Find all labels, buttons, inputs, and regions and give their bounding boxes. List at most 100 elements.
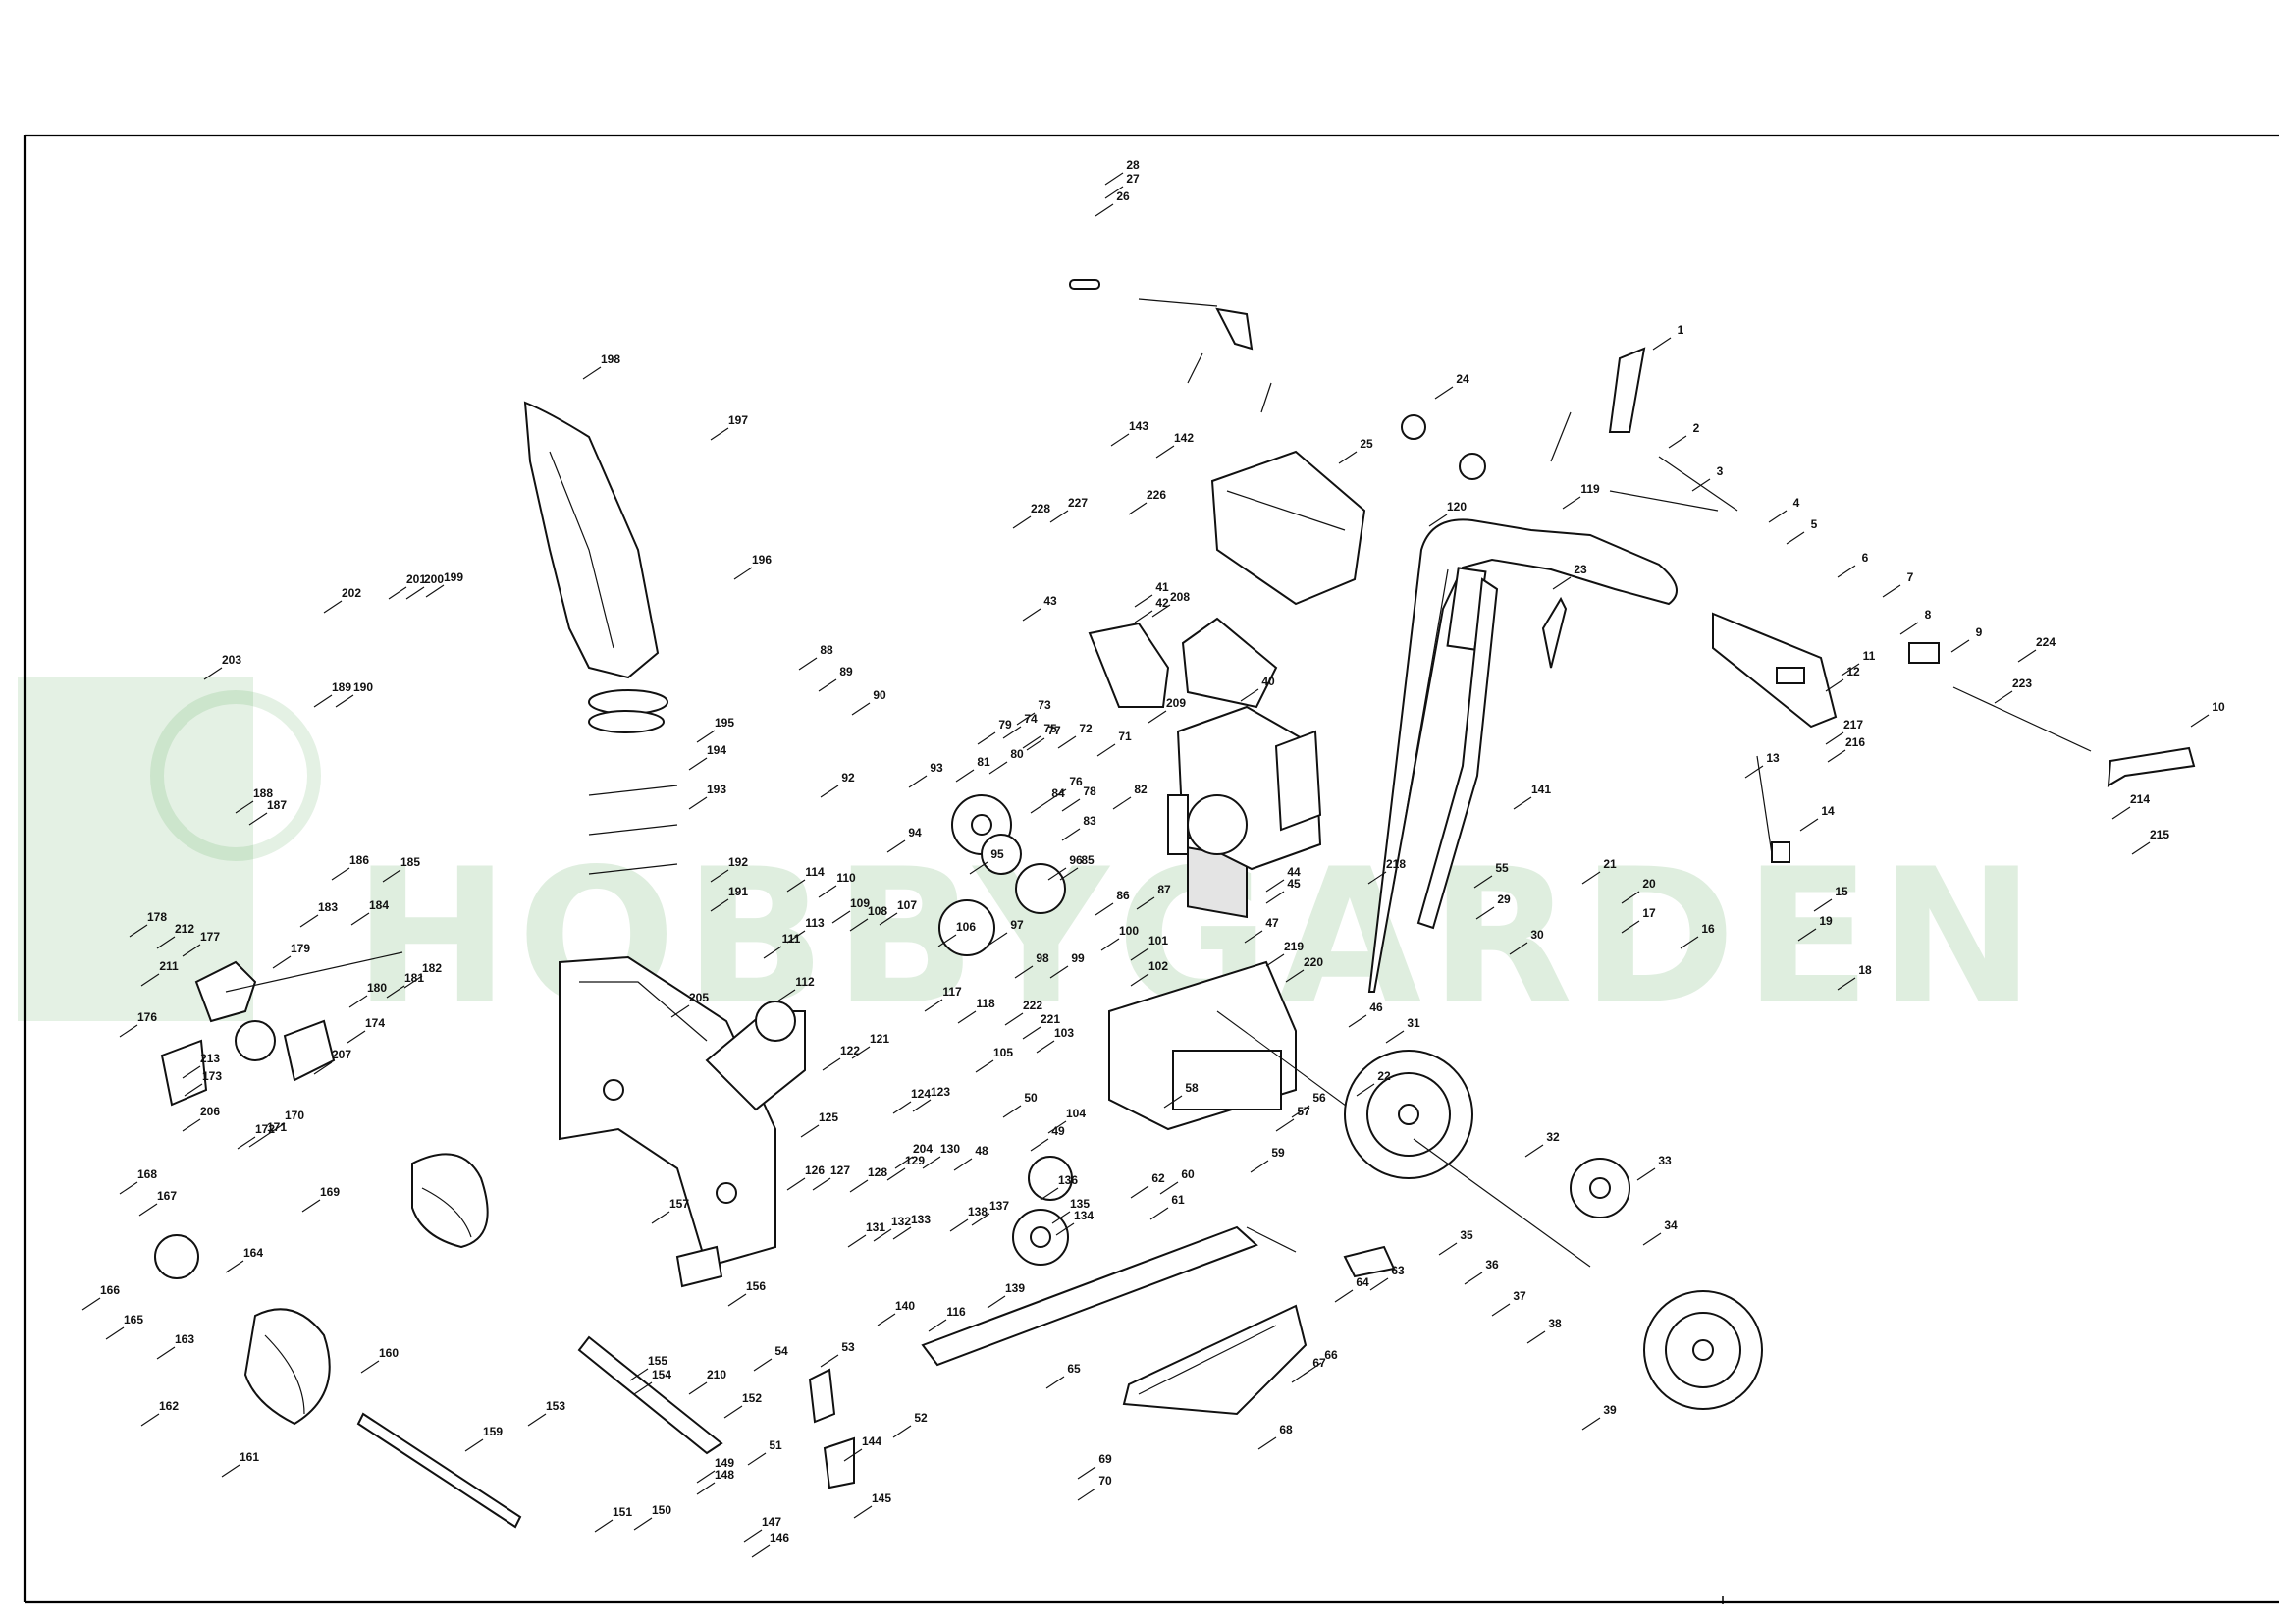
part-callout-60: 60 (1181, 1167, 1195, 1181)
part-callout-30: 30 (1530, 928, 1544, 942)
leader-line-216 (1827, 749, 1846, 763)
part-callout-126: 126 (805, 1164, 825, 1177)
leader-line-2 (1668, 435, 1687, 449)
leader-line-27 (1104, 186, 1124, 199)
part-callout-21: 21 (1603, 857, 1617, 871)
leader-line-89 (818, 678, 837, 692)
part-callout-46: 46 (1369, 1001, 1383, 1014)
control-rods (1069, 279, 1719, 512)
part-callout-54: 54 (774, 1344, 788, 1358)
leader-line-36 (1464, 1272, 1483, 1285)
leader-line-208 (1151, 604, 1171, 618)
leader-line-190 (335, 694, 354, 708)
part-callout-141: 141 (1531, 783, 1551, 796)
leader-line-192 (710, 869, 729, 883)
leader-line-51 (747, 1452, 767, 1466)
part-callout-145: 145 (872, 1491, 891, 1505)
leader-line-207 (313, 1061, 333, 1075)
leader-line-126 (786, 1177, 806, 1191)
leader-line-112 (776, 989, 796, 1002)
leader-line-156 (727, 1293, 747, 1307)
leader-line-35 (1438, 1242, 1458, 1256)
part-callout-105: 105 (993, 1046, 1013, 1059)
leader-line-20 (1621, 891, 1640, 904)
leader-line-22 (1356, 1083, 1375, 1097)
part-callout-73: 73 (1038, 698, 1051, 712)
leader-line-129 (886, 1167, 906, 1181)
leader-line-60 (1159, 1181, 1179, 1195)
part-callout-50: 50 (1024, 1091, 1038, 1105)
part-callout-178: 178 (147, 910, 167, 924)
leader-line-132 (873, 1228, 892, 1242)
leader-line-83 (1061, 828, 1081, 841)
leader-line-186 (331, 867, 350, 881)
leader-line-31 (1385, 1030, 1405, 1044)
leader-line-80 (988, 761, 1008, 775)
part-callout-74: 74 (1024, 712, 1038, 726)
part-callout-8: 8 (1925, 608, 1932, 622)
leader-line-44 (1265, 879, 1285, 893)
leader-line-151 (594, 1519, 614, 1533)
part-callout-10: 10 (2212, 700, 2225, 714)
part-callout-121: 121 (870, 1032, 889, 1046)
leader-line-223 (1994, 690, 2013, 704)
leader-line-118 (957, 1010, 977, 1024)
part-callout-57: 57 (1297, 1105, 1310, 1118)
leader-line-1 (1652, 337, 1672, 351)
leader-line-102 (1130, 973, 1149, 987)
part-callout-162: 162 (159, 1399, 179, 1413)
part-callout-159: 159 (483, 1425, 503, 1438)
leader-line-41 (1134, 594, 1153, 608)
leader-line-94 (886, 839, 906, 853)
leader-line-29 (1475, 906, 1495, 920)
leader-line-131 (847, 1234, 867, 1248)
leader-line-58 (1163, 1095, 1183, 1109)
leader-line-162 (140, 1413, 160, 1427)
part-callout-194: 194 (707, 743, 726, 757)
leader-line-181 (386, 985, 405, 999)
engine (1088, 450, 1366, 919)
part-callout-215: 215 (2150, 828, 2169, 841)
leader-line-86 (1095, 902, 1114, 916)
leader-line-16 (1680, 936, 1699, 949)
leader-line-142 (1155, 445, 1175, 459)
part-callout-67: 67 (1312, 1356, 1326, 1370)
leader-line-212 (156, 936, 176, 949)
part-callout-207: 207 (332, 1048, 351, 1061)
leader-line-140 (877, 1313, 896, 1326)
part-callout-14: 14 (1821, 804, 1835, 818)
leader-line-21 (1581, 871, 1601, 885)
part-callout-4: 4 (1793, 496, 1800, 510)
part-callout-200: 200 (424, 572, 444, 586)
part-callout-15: 15 (1835, 885, 1848, 898)
leader-line-228 (1012, 515, 1032, 529)
leader-line-56 (1291, 1105, 1310, 1118)
leader-line-193 (688, 796, 708, 810)
leader-line-15 (1813, 898, 1833, 912)
part-callout-71: 71 (1118, 730, 1132, 743)
leader-line-26 (1095, 203, 1114, 217)
part-callout-78: 78 (1083, 785, 1096, 798)
leader-line-197 (710, 427, 729, 441)
part-callout-13: 13 (1766, 751, 1780, 765)
part-callout-166: 166 (100, 1283, 120, 1297)
leader-line-92 (820, 785, 839, 798)
part-callout-104: 104 (1066, 1107, 1086, 1120)
leader-line-107 (879, 912, 898, 926)
leader-line-19 (1797, 928, 1817, 942)
part-callout-201: 201 (406, 572, 426, 586)
part-callout-147: 147 (762, 1515, 781, 1529)
leader-line-32 (1524, 1144, 1544, 1158)
leader-line-166 (81, 1297, 101, 1311)
leader-line-180 (348, 995, 368, 1008)
leader-line-172 (237, 1136, 256, 1150)
leader-line-99 (1049, 965, 1069, 979)
part-callout-139: 139 (1005, 1281, 1025, 1295)
leader-line-157 (651, 1211, 670, 1224)
leader-line-135 (1051, 1211, 1071, 1224)
part-callout-160: 160 (379, 1346, 399, 1360)
leader-line-113 (786, 930, 806, 944)
leader-line-90 (851, 702, 871, 716)
leader-line-161 (221, 1464, 240, 1478)
leader-line-122 (822, 1057, 841, 1071)
